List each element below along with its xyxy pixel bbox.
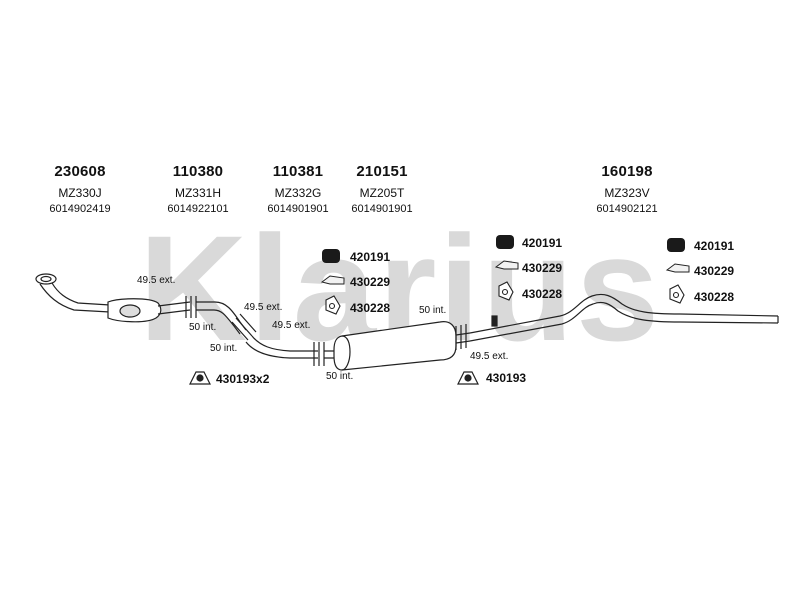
part-code: MZ205T	[359, 186, 405, 200]
part-header-230608: 230608 MZ330J 6014902419	[25, 163, 135, 215]
fitting-part-number: 420191	[522, 236, 563, 250]
joint-clamp-2	[231, 313, 257, 341]
mount-part-number: 430193	[486, 371, 527, 385]
fitting-part-number: 430229	[350, 275, 391, 289]
pipe-110381	[245, 335, 318, 359]
joint-label: 50 int.	[326, 371, 354, 382]
joint-label: 49.5 ext.	[272, 320, 311, 331]
joint-label: 50 int.	[210, 343, 238, 354]
fitting-part-number: 420191	[694, 239, 735, 253]
muffler-210151	[324, 321, 471, 371]
joint-clamp-3	[313, 342, 325, 366]
oem-number: 6014922101	[167, 203, 229, 215]
fitting-part-number: 430228	[350, 301, 391, 315]
part-number: 230608	[54, 163, 106, 180]
fitting-part-number: 430229	[694, 264, 735, 278]
part-header-160198: 160198 MZ323V 6014902121	[572, 163, 682, 215]
rubber-mount-icon	[322, 235, 685, 263]
bracket-icon	[320, 260, 690, 285]
part-code: MZ323V	[604, 186, 650, 200]
fitting-part-number: 420191	[350, 250, 391, 264]
part-code: MZ330J	[58, 186, 102, 200]
fitting-part-number: 430228	[522, 287, 563, 301]
fitting-part-number: 430229	[522, 261, 563, 275]
part-code: MZ332G	[274, 186, 322, 200]
mounting-bracket-icon	[189, 371, 479, 385]
joint-clamp-4	[455, 324, 467, 350]
fitting-part-number: 430228	[694, 290, 735, 304]
part-header-210151: 210151 MZ205T 6014901901	[327, 163, 437, 215]
joint-label: 49.5 ext.	[244, 302, 283, 313]
part-number: 160198	[601, 163, 653, 180]
part-header-110380: 110380 MZ331H 6014922101	[143, 163, 253, 215]
clamp-icon	[325, 281, 685, 315]
joint-label: 49.5 ext.	[470, 351, 509, 362]
part-number: 210151	[356, 163, 408, 180]
part-number: 110380	[172, 163, 224, 180]
part-header-110381: 110381 MZ332G 6014901901	[243, 163, 353, 215]
joint-label: 50 int.	[189, 322, 217, 333]
oem-number: 6014902121	[596, 203, 658, 215]
joint-label: 50 int.	[419, 305, 447, 316]
oem-number: 6014901901	[267, 203, 329, 215]
oem-number: 6014902419	[49, 203, 111, 215]
oem-number: 6014901901	[351, 203, 413, 215]
joint-clamp-1	[185, 296, 197, 318]
front-pipe-230608	[35, 273, 191, 323]
joint-label: 49.5 ext.	[137, 275, 176, 286]
part-code: MZ331H	[174, 186, 221, 200]
mount-part-number: 430193x2	[216, 372, 270, 386]
tailpipe-160198	[469, 293, 779, 342]
part-number: 110381	[272, 163, 324, 180]
